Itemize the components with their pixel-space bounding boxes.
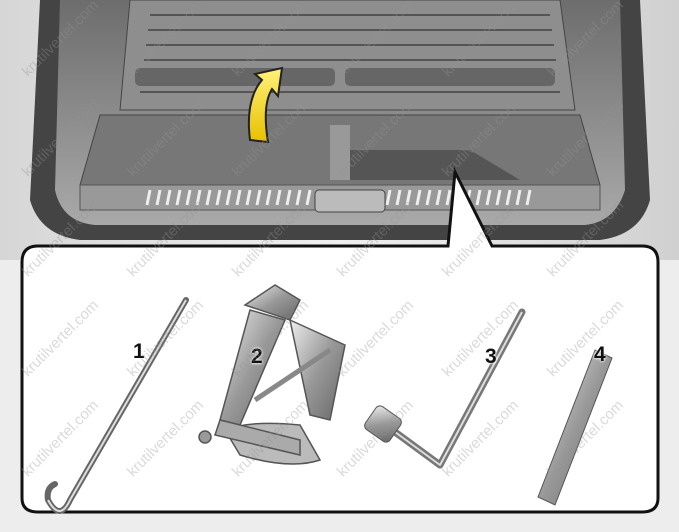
sill-rib — [245, 189, 252, 206]
sill-rib — [275, 189, 282, 206]
sill-rib — [395, 189, 402, 206]
sill-rib — [515, 189, 522, 206]
sill-rib — [215, 189, 222, 206]
sill-rib — [485, 189, 492, 206]
item-label-4: 4 — [594, 343, 606, 366]
sill-rib — [305, 189, 312, 206]
sill-rib — [285, 189, 292, 206]
sill-rib — [265, 189, 272, 206]
scissor-jack — [198, 284, 346, 465]
sill-rib — [185, 189, 192, 206]
sill-rib — [425, 189, 432, 206]
sill-rib — [205, 189, 212, 206]
sill-rib — [235, 189, 242, 206]
extension-tube — [537, 349, 613, 506]
seatback-panel — [119, 0, 576, 111]
sill-rib — [195, 189, 202, 206]
sill-rib — [435, 189, 442, 206]
sill-rib — [155, 189, 162, 206]
jack-handle — [44, 297, 189, 514]
item-label-3: 3 — [485, 345, 497, 368]
sill-rib — [385, 189, 392, 206]
sill-rib — [525, 189, 532, 206]
sill-rib — [295, 189, 302, 206]
item-label-2: 2 — [251, 345, 263, 368]
sill-rib — [445, 189, 452, 206]
sill-rib — [145, 189, 152, 206]
sill-rib — [165, 189, 172, 206]
sill-rib — [495, 189, 502, 206]
sill-rib — [225, 189, 232, 206]
lug-wrench — [364, 308, 526, 469]
sill-rib — [175, 189, 182, 206]
fold-up-arrow-icon — [247, 66, 284, 144]
sill-rib — [415, 189, 422, 206]
item-label-1: 1 — [133, 340, 145, 363]
sill-rib — [475, 189, 482, 206]
cargo-floor — [79, 114, 601, 213]
sill-rib — [255, 189, 262, 206]
sill-rib — [505, 189, 512, 206]
sill-rib — [405, 189, 412, 206]
